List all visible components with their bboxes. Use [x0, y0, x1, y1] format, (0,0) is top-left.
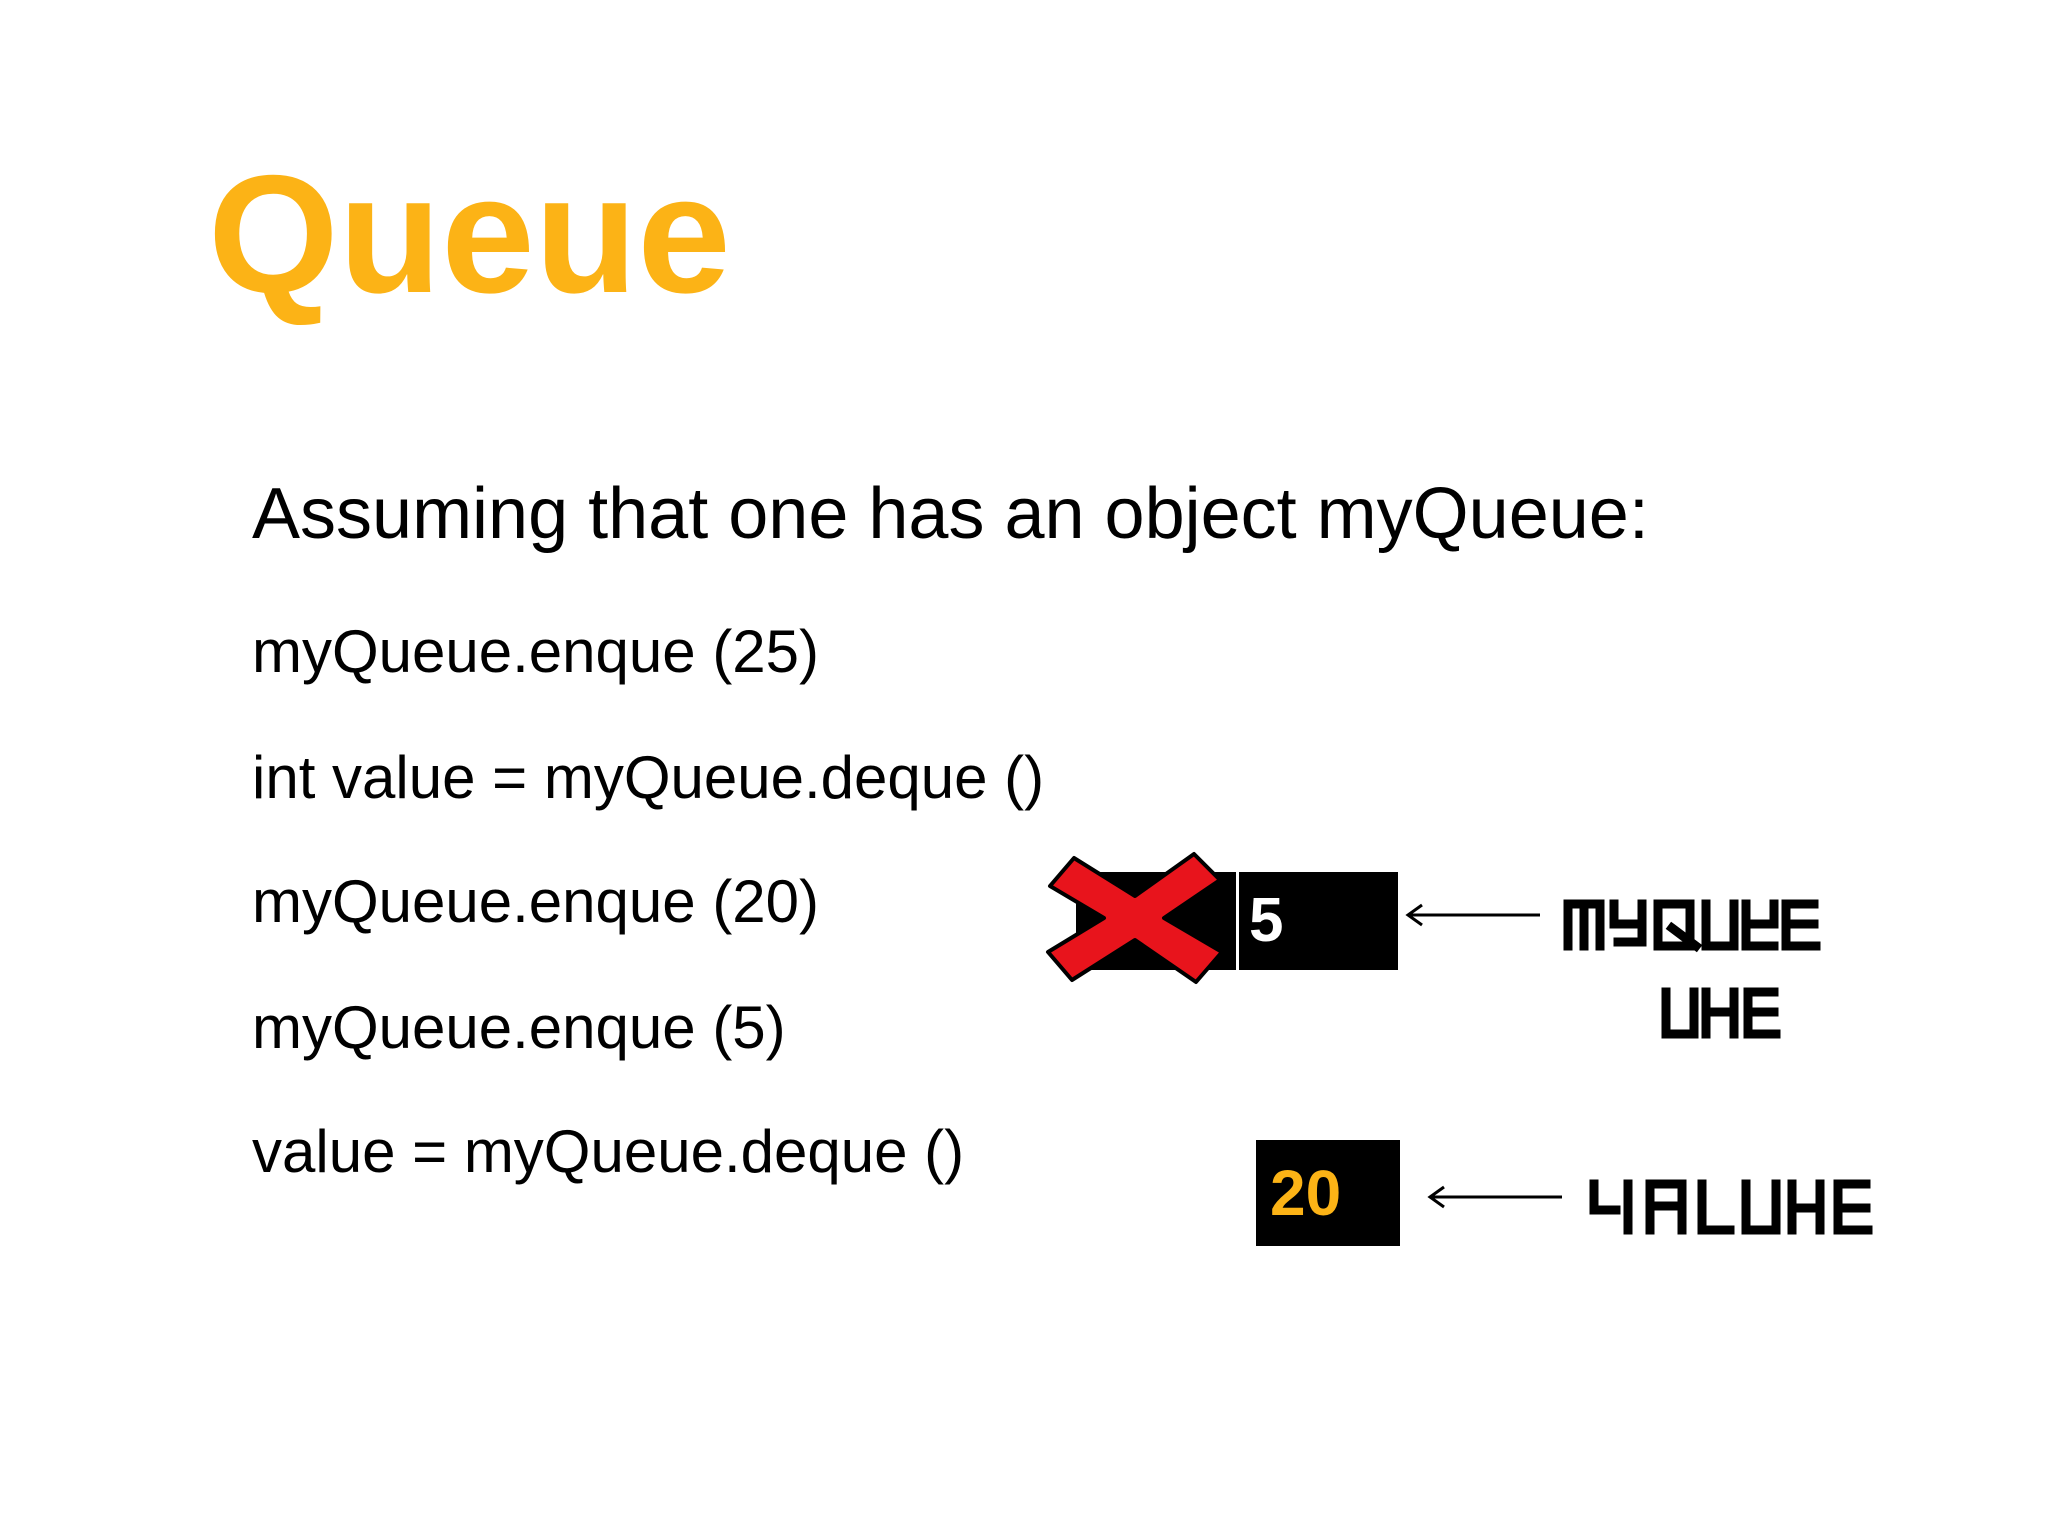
queue-handwritten-label [1563, 899, 1821, 1039]
value-cell-value: 20 [1270, 1157, 1342, 1229]
left-arrow-icon [1427, 1185, 1562, 1209]
value-handwritten-label [1589, 1179, 1873, 1235]
code-line-enque-25: myQueue.enque (25) [252, 618, 820, 685]
cross-out-icon [1046, 852, 1224, 984]
intro-text: Assuming that one has an object myQueue: [252, 474, 1649, 554]
left-arrow-icon [1405, 903, 1540, 927]
code-line-deque-1: int value = myQueue.deque () [252, 744, 1045, 811]
code-line-enque-20: myQueue.enque (20) [252, 868, 820, 935]
code-line-enque-5: myQueue.enque (5) [252, 994, 786, 1061]
queue-cell: 5 [1236, 872, 1398, 970]
queue-cell-value: 5 [1249, 886, 1284, 955]
value-cell: 20 [1256, 1140, 1400, 1246]
code-line-deque-2: value = myQueue.deque () [252, 1118, 965, 1185]
slide-title: Queue [208, 140, 731, 328]
